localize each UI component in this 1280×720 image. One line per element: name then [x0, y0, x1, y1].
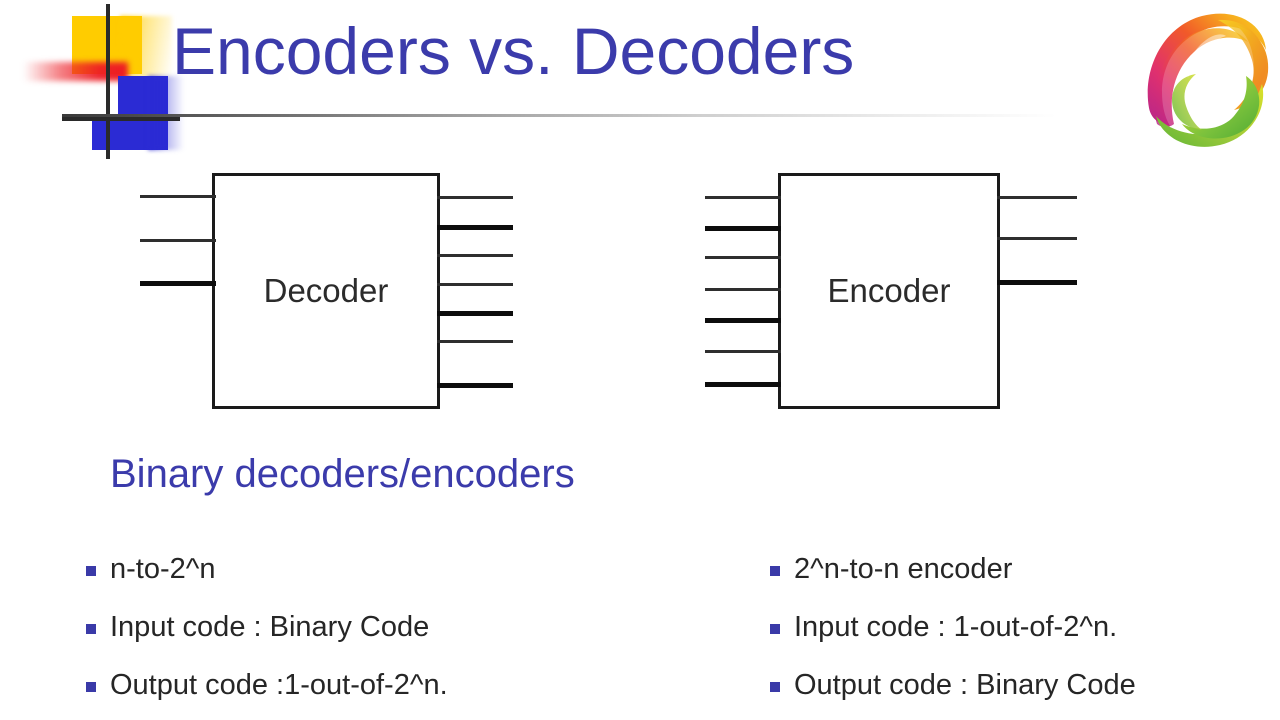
bullet-square-icon — [770, 624, 780, 634]
motif-yellow-fade — [120, 16, 172, 78]
decoder-output-pin-2 — [437, 225, 513, 230]
motif-horizontal-line — [62, 117, 180, 121]
encoder-output-pin-3 — [997, 280, 1077, 285]
list-item: n-to-2^n — [86, 552, 646, 610]
decoder-label: Decoder — [263, 272, 389, 309]
encoder-input-pin-3 — [705, 256, 781, 259]
encoder-output-pin-2 — [997, 237, 1077, 240]
encoder-bullet-text-3: Output code : Binary Code — [794, 669, 1136, 701]
list-item: 2^n-to-n encoder — [770, 552, 1280, 610]
decoder-box: Decoder — [212, 173, 440, 409]
decoder-input-pin-3 — [140, 281, 216, 286]
page-title: Encoders vs. Decoders — [172, 14, 855, 88]
bullet-square-icon — [770, 566, 780, 576]
decoder-output-pin-1 — [437, 196, 513, 199]
bullet-square-icon — [770, 682, 780, 692]
bullet-square-icon — [86, 566, 96, 576]
decoder-output-pin-6 — [437, 340, 513, 343]
list-item: Input code : 1-out-of-2^n. — [770, 610, 1280, 668]
brand-swirl-logo — [1140, 6, 1272, 152]
encoder-input-pin-5 — [705, 318, 781, 323]
encoder-bullet-text-2: Input code : 1-out-of-2^n. — [794, 611, 1118, 643]
encoder-bullet-text-1: 2^n-to-n encoder — [794, 553, 1013, 585]
bullet-square-icon — [86, 682, 96, 692]
encoder-box: Encoder — [778, 173, 1000, 409]
decoder-bullet-text-1: n-to-2^n — [110, 553, 216, 585]
list-item: Input code : Binary Code — [86, 610, 646, 668]
encoder-input-pin-4 — [705, 288, 781, 291]
decoder-output-pin-4 — [437, 283, 513, 286]
decoder-bullet-text-2: Input code : Binary Code — [110, 611, 430, 643]
encoder-input-pin-6 — [705, 350, 781, 353]
encoder-label: Encoder — [827, 272, 951, 309]
decoder-input-pin-2 — [140, 239, 216, 242]
motif-red-streak — [23, 62, 128, 81]
decoder-bullet-text-3: Output code :1-out-of-2^n. — [110, 669, 448, 701]
encoder-input-pin-1 — [705, 196, 781, 199]
decoder-output-pin-5 — [437, 311, 513, 316]
section-subtitle: Binary decoders/encoders — [110, 452, 575, 496]
decoder-output-pin-3 — [437, 254, 513, 257]
list-item: Output code : Binary Code — [770, 668, 1280, 720]
powerpoint-decorative-motif — [20, 4, 190, 159]
list-item: Output code :1-out-of-2^n. — [86, 668, 646, 720]
decoder-input-pin-1 — [140, 195, 216, 198]
encoder-output-pin-1 — [997, 196, 1077, 199]
decoder-output-pin-7 — [437, 383, 513, 388]
motif-blue-fade — [148, 76, 184, 150]
motif-vertical-line — [106, 4, 110, 159]
bullet-square-icon — [86, 624, 96, 634]
encoder-input-pin-2 — [705, 226, 781, 231]
encoder-input-pin-7 — [705, 382, 781, 387]
title-underline-rule — [62, 114, 1057, 117]
motif-blue-foot — [92, 117, 130, 150]
